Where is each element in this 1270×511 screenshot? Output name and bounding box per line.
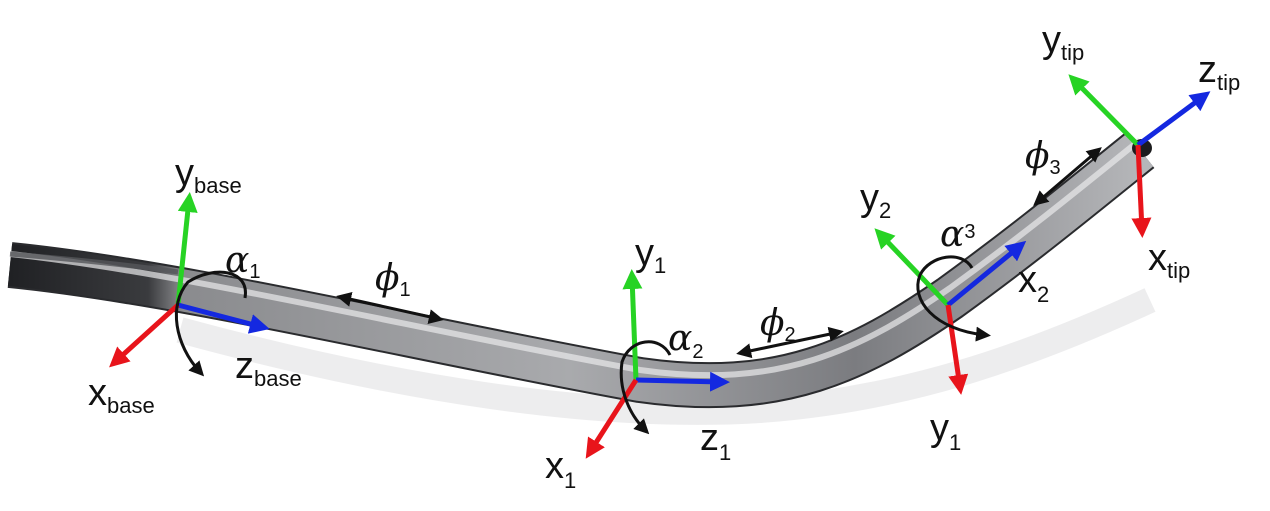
label-y-down: y1 [930,407,961,455]
frame2-x-axis [946,240,1027,307]
frame1-z-axis [635,371,730,392]
label-y-1: y1 [635,232,666,278]
bend1-double-arrow [336,291,444,325]
label-y-tip: ytip [1042,19,1084,65]
label-z-1: z1 [700,417,731,465]
label-x-base: xbase [88,372,155,418]
frame2-ydown-axis [945,304,969,395]
tube-body [7,133,1154,407]
label-phi-2: ϕ2 [760,303,796,346]
label-z-tip: ztip [1198,49,1240,95]
label-y-base: ybase [175,152,242,198]
base-y-axis [175,192,198,306]
label-x-2: x2 [1018,259,1049,307]
bend2-double-arrow [736,326,844,359]
base-rotation-arrow [174,270,247,377]
label-alpha-1: α1 [225,240,260,283]
tip-x-axis [1131,144,1152,238]
frame1-rotation-arrow [619,340,672,435]
tube-base-dark-highlight [9,251,179,275]
frame2-rotation-arrow [916,255,991,342]
tip-z-axis [1136,91,1211,148]
frame-tip [1068,74,1211,238]
frame1-y-axis [622,269,643,381]
frame2-y-axis [874,228,950,307]
tube-highlight [9,137,1142,379]
label-x-tip: xtip [1148,237,1190,283]
label-alpha-3: α3 [940,214,975,255]
label-phi-3: ϕ3 [1025,136,1061,179]
bend3-double-arrow [1033,147,1102,206]
base-x-axis [109,303,180,368]
base-z-axis [177,302,270,334]
frame-2 [874,228,1027,395]
frame1-x-axis [585,378,639,459]
label-x-1: x1 [545,445,576,493]
label-phi-1: ϕ1 [375,258,411,301]
frame-1 [585,269,730,459]
label-z-base: zbase [235,345,302,391]
frame-base [109,192,270,377]
label-y-2: y2 [860,177,891,223]
tip-y-axis [1068,74,1140,147]
label-alpha-2: α2 [668,318,703,363]
tube-shadow [176,288,1156,425]
